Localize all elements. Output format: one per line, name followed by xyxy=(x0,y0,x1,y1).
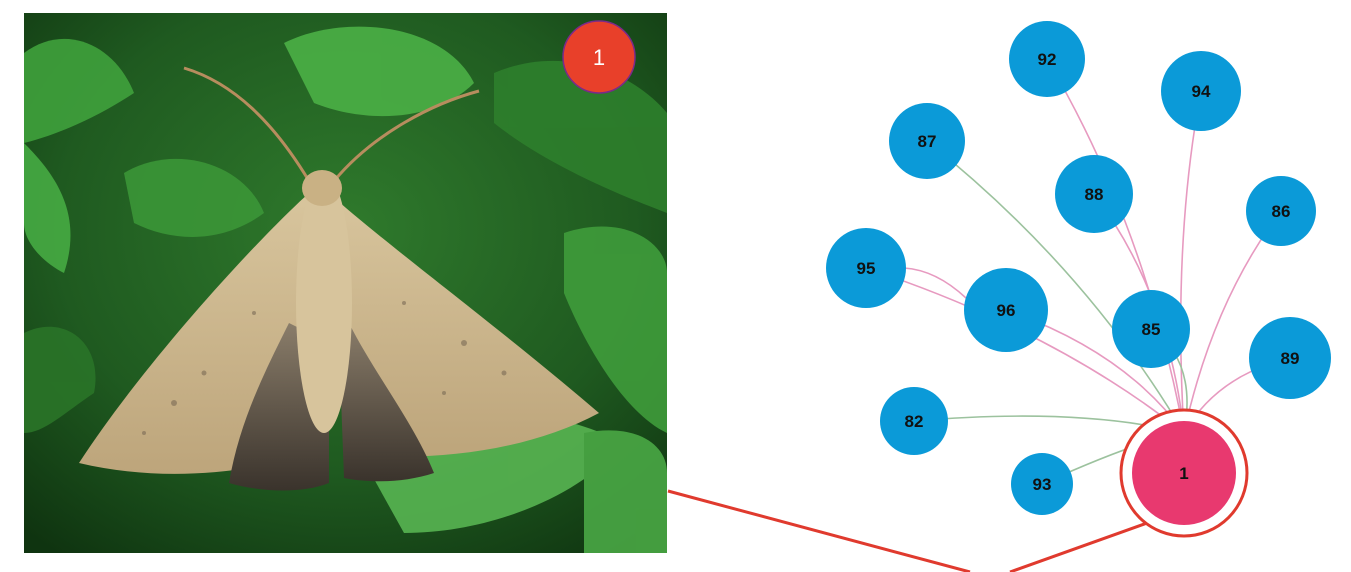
center-node-label: 1 xyxy=(1179,464,1188,483)
edge-86-to-1 xyxy=(1184,211,1281,433)
connector-line-2 xyxy=(1010,522,1150,572)
node-89[interactable]: 89 xyxy=(1249,317,1331,399)
node-label: 88 xyxy=(1085,185,1104,204)
node-label: 93 xyxy=(1033,475,1052,494)
node-87[interactable]: 87 xyxy=(889,103,965,179)
node-82[interactable]: 82 xyxy=(880,387,948,455)
node-label: 85 xyxy=(1142,320,1161,339)
center-node[interactable]: 1 xyxy=(1121,410,1247,536)
node-88[interactable]: 88 xyxy=(1055,155,1133,233)
node-label: 96 xyxy=(997,301,1016,320)
node-93[interactable]: 93 xyxy=(1011,453,1073,515)
node-label: 86 xyxy=(1272,202,1291,221)
connector-line-1 xyxy=(668,491,970,572)
node-label: 95 xyxy=(857,259,876,278)
node-label: 89 xyxy=(1281,349,1300,368)
network-nodes: 92 94 87 88 86 95 96 85 89 82 93 xyxy=(826,21,1331,515)
node-85[interactable]: 85 xyxy=(1112,290,1190,368)
node-96[interactable]: 96 xyxy=(964,268,1048,352)
connector-lines xyxy=(668,491,1150,572)
node-94[interactable]: 94 xyxy=(1161,51,1241,131)
node-86[interactable]: 86 xyxy=(1246,176,1316,246)
node-label: 87 xyxy=(918,132,937,151)
node-95[interactable]: 95 xyxy=(826,228,906,308)
node-label: 92 xyxy=(1038,50,1057,69)
node-label: 82 xyxy=(905,412,924,431)
node-label: 94 xyxy=(1192,82,1211,101)
node-92[interactable]: 92 xyxy=(1009,21,1085,97)
edge-92-to-1 xyxy=(1047,59,1184,433)
